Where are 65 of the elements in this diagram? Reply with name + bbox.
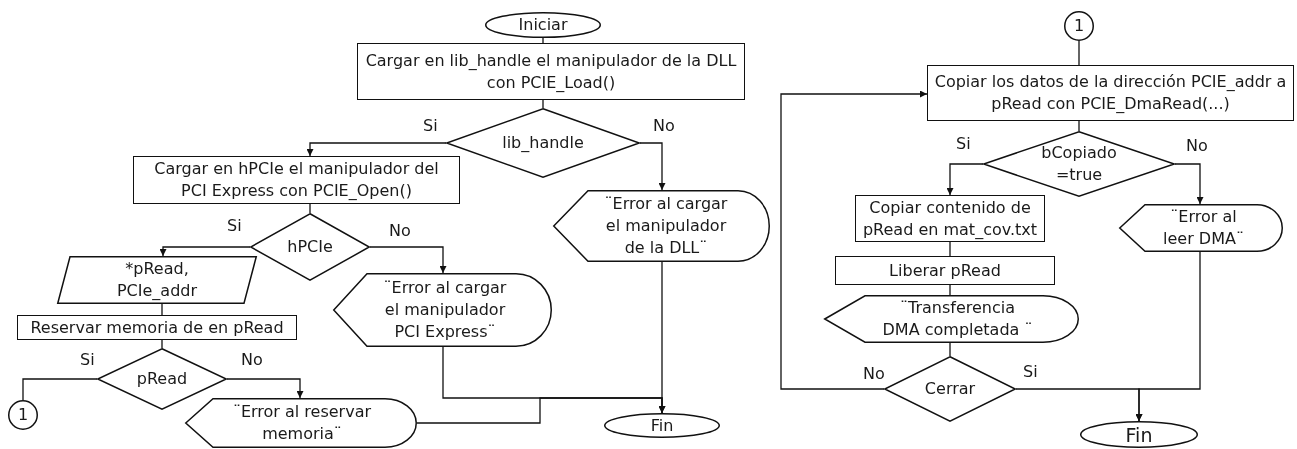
decision-diamond — [446, 108, 640, 178]
decision-diamond — [250, 213, 370, 281]
flow-arrow — [780, 90, 928, 390]
condition-text: bCopiado =true — [1040, 142, 1118, 186]
display-shape — [824, 295, 1079, 343]
process-text: Reservar memoria de en pRead — [30, 316, 284, 339]
display-shape — [333, 273, 552, 347]
condition-text: lib_handle — [502, 132, 584, 154]
process-box — [17, 315, 297, 340]
terminal-ellipse — [485, 12, 601, 38]
condition-text: hPCIe — [287, 236, 333, 258]
flow-arrow — [159, 246, 251, 257]
connector-circle — [8, 400, 38, 430]
flow-arrow — [226, 378, 304, 399]
flow-line — [22, 378, 98, 401]
process-box — [357, 43, 745, 100]
display-shape — [1119, 204, 1283, 252]
connector-number: 1 — [1073, 15, 1085, 37]
flow-line — [309, 203, 311, 214]
terminal-text: Fin — [650, 414, 674, 437]
flow-line — [161, 303, 163, 316]
condition-text: Cerrar — [924, 378, 976, 400]
flow-line — [1078, 40, 1080, 66]
flow-arrow — [639, 142, 666, 191]
flow-arrow — [306, 142, 447, 157]
process-text: Cargar en lib_handle el manipulador de la DLL con PCIE_Load() — [364, 49, 738, 94]
flow-arrow — [946, 163, 984, 196]
terminal-ellipse — [1080, 421, 1198, 448]
decision-diamond — [983, 131, 1175, 197]
terminal-ellipse — [604, 413, 720, 438]
flow-line — [949, 284, 951, 296]
flow-line — [949, 342, 951, 357]
process-box — [835, 256, 1055, 285]
decision-diamond — [97, 348, 227, 410]
flow-arrow — [369, 246, 447, 274]
process-text: Copiar contenido de pRead en mat_cov.txt — [861, 196, 1039, 241]
message-text: ¨Transferencia DMA completada ¨ — [881, 297, 1034, 341]
condition-text: pRead — [136, 368, 188, 390]
message-text: ¨Error al cargar el manipulador de la DLL¨ — [603, 193, 729, 259]
flow-arrow — [416, 397, 666, 424]
connector-number: 1 — [17, 404, 29, 426]
flow-line — [949, 241, 951, 257]
process-box — [927, 65, 1294, 121]
terminal-text: Iniciar — [518, 14, 568, 36]
flow-line — [542, 99, 544, 109]
process-text: Cargar en hPCIe el manipulador del PCI Express con PCIE_Open() — [153, 158, 440, 202]
process-text: Copiar los datos de la dirección PCIE_addr a pRead con PCIE_DmaRead(...) — [933, 71, 1288, 115]
display-shape — [185, 398, 417, 448]
decision-diamond — [884, 356, 1016, 422]
process-text: Liberar pRead — [889, 259, 1001, 282]
flow-line — [161, 339, 163, 349]
io-parallelogram — [57, 256, 257, 304]
process-box — [133, 156, 460, 204]
display-shape — [553, 190, 770, 262]
terminal-text: Fin — [1125, 423, 1153, 446]
flow-arrow — [1174, 163, 1204, 205]
message-text: ¨Error al reservar memoria¨ — [231, 401, 373, 445]
flow-line — [1078, 120, 1080, 132]
connector-circle — [1064, 11, 1094, 41]
flow-line — [542, 37, 544, 44]
flow-line — [661, 261, 663, 414]
flow-arrow — [1135, 251, 1201, 422]
message-text: ¨Error al cargar el manipulador PCI Express¨ — [382, 277, 508, 343]
io-text: *pRead, PCIe_addr — [115, 258, 199, 302]
message-text: ¨Error al leer DMA¨ — [1162, 206, 1245, 250]
